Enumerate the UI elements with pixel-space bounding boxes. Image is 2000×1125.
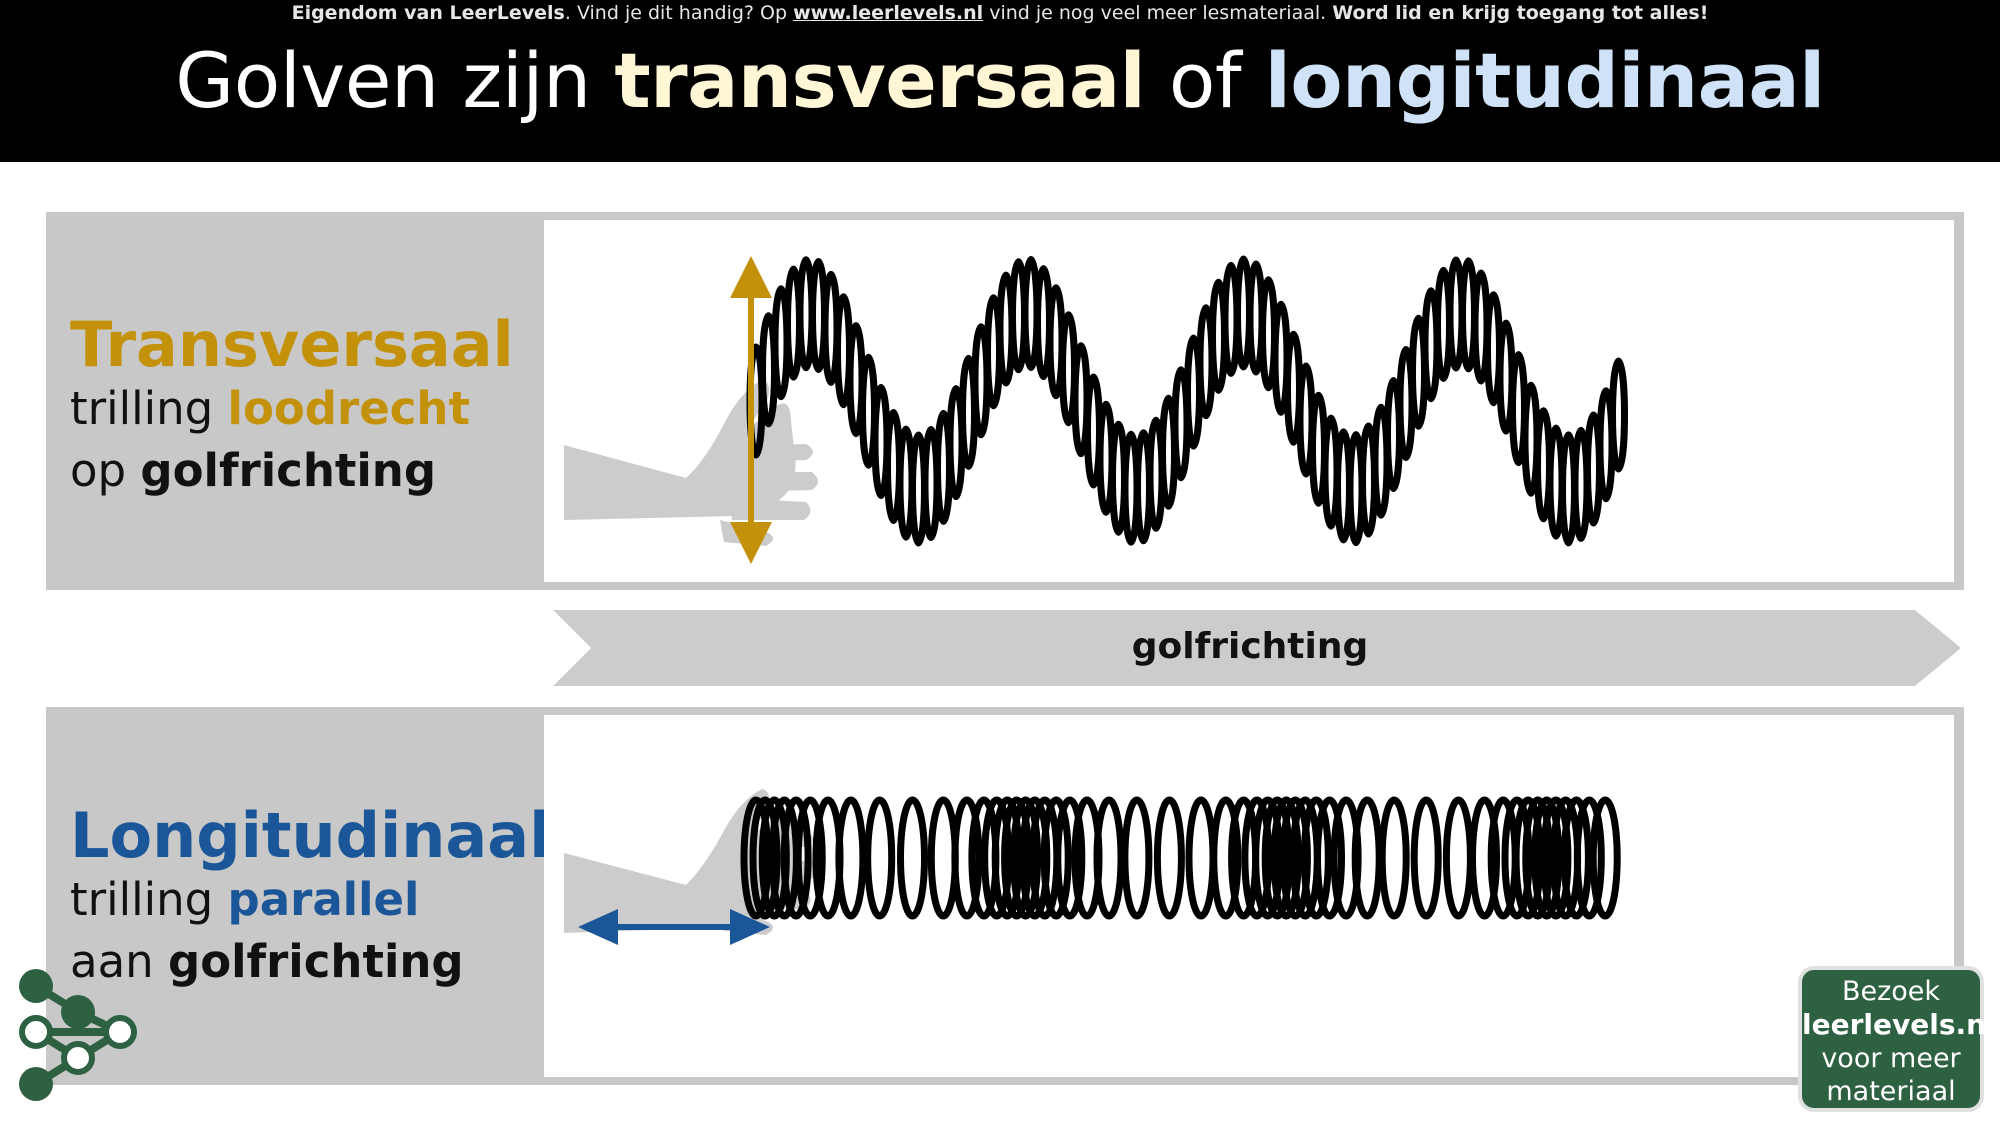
wave-direction-arrow (553, 610, 1961, 686)
spring-coil-loop (1261, 796, 1293, 920)
spring-coil-loop (1093, 796, 1125, 920)
vertical-double-arrow-icon (730, 256, 772, 564)
spring-coil-loop (835, 796, 867, 920)
spring-coil-loop (1153, 796, 1185, 920)
notice-text-1: . Vind je dit handig? Op (564, 2, 794, 24)
spring-coil-loop (1609, 357, 1628, 473)
spring-coil-loop (981, 796, 1013, 920)
transversal-line-1: trilling loodrecht (70, 378, 514, 440)
visit-line-1: Bezoek (1841, 976, 1941, 1007)
spring-coil-loop (1442, 796, 1474, 920)
hand-icon (564, 380, 818, 546)
notice-link[interactable]: www.leerlevels.nl (793, 2, 984, 24)
spring-coil-loop (1522, 796, 1554, 920)
spring-coil-loop (1185, 796, 1217, 920)
spring-coil-loop (951, 796, 983, 920)
spring-coil-loop (897, 796, 928, 920)
transversal-label: Transversaal trilling loodrecht op golfr… (70, 312, 514, 502)
visit-line-2: leerlevels.nl (1802, 1008, 1996, 1041)
transversal-line-1-highlight: loodrecht (227, 382, 470, 435)
spring-coil-loop (780, 796, 812, 920)
spring-coil-loop (740, 796, 772, 920)
longitudinal-line-2: aan golfrichting (70, 931, 550, 993)
spring-coil-loop (1314, 796, 1345, 920)
leerlevels-logo-icon (19, 969, 137, 1101)
spring-coil-loop (1001, 796, 1033, 920)
ownership-notice: Eigendom van LeerLevels. Vind je dit han… (0, 2, 2000, 24)
spring-coil-loop (1410, 796, 1442, 920)
transversal-svg (564, 255, 1628, 564)
longitudinal-panel: Longitudinaal trilling parallel aan golf… (46, 707, 1964, 1085)
visit-line-4: materiaal (1826, 1076, 1956, 1107)
transversal-line-2: op golfrichting (70, 440, 514, 502)
spring-coil-loop (1531, 796, 1563, 920)
transversal-line-2-bold: golfrichting (140, 444, 437, 497)
longitudinal-line-2-bold: golfrichting (167, 935, 464, 988)
spring-coil-loop (1010, 796, 1042, 920)
spring-coil-loop (864, 796, 896, 920)
title-word-transversaal: transversaal (614, 36, 1146, 125)
title-part-1: Golven zijn (175, 36, 615, 125)
notice-owner: Eigendom van LeerLevels (291, 2, 565, 24)
spring-coil-loop (1270, 796, 1302, 920)
spring-coil-loop (1512, 796, 1544, 920)
title-word-longitudinaal: longitudinaal (1264, 36, 1825, 125)
spring-coil-loop (1210, 796, 1242, 920)
page-title: Golven zijn transversaal of longitudinaa… (0, 36, 2000, 125)
transversal-illustration (544, 220, 1954, 582)
horizontal-double-arrow-icon (578, 909, 770, 945)
spring-coil-loop (1589, 796, 1621, 920)
transversal-spring-coil-icon (746, 255, 1628, 547)
spring-coil-loop (1121, 796, 1153, 920)
spring-coil-loop (991, 796, 1023, 920)
longitudinal-spring-coil-icon (740, 796, 1621, 920)
notice-text-2: vind je nog veel meer lesmateriaal. (983, 2, 1333, 24)
longitudinal-line-2-plain: aan (70, 935, 168, 988)
spring-coil-loop (1378, 796, 1410, 920)
wave-direction-label: golfrichting (1131, 626, 1369, 667)
spring-coil-loop (1469, 796, 1500, 920)
visit-line-3: voor meer (1821, 1043, 1961, 1074)
longitudinal-line-1-plain: trilling (70, 873, 228, 926)
title-part-2: of (1145, 36, 1265, 125)
transversal-line-1-plain: trilling (70, 382, 228, 435)
spring-coil-loop (1300, 796, 1332, 920)
transversal-heading: Transversaal (70, 308, 514, 381)
longitudinal-line-1: trilling parallel (70, 869, 550, 931)
spring-coil-loop (1241, 796, 1273, 920)
longitudinal-line-1-highlight: parallel (227, 873, 420, 926)
spring-coil-loop (794, 796, 826, 920)
longitudinal-illustration (544, 715, 1954, 1077)
longitudinal-label: Longitudinaal trilling parallel aan golf… (70, 803, 550, 993)
spring-coil-loop (1054, 796, 1086, 920)
longitudinal-svg (564, 789, 1621, 945)
longitudinal-heading: Longitudinaal (70, 799, 551, 872)
spring-coil-loop (1252, 796, 1284, 920)
transversal-line-2-plain: op (70, 444, 141, 497)
notice-cta: Word lid en krijg toegang tot alles! (1332, 2, 1709, 24)
spring-coil-loop (749, 796, 781, 920)
spring-coil-loop (1560, 796, 1592, 920)
visit-leerlevels-button[interactable]: Bezoek leerlevels.nl voor meer materiaal (1798, 966, 1996, 1112)
transversal-panel: Transversaal trilling loodrecht op golfr… (46, 212, 1964, 590)
spring-coil-loop (1573, 796, 1605, 920)
header-bar: Eigendom van LeerLevels. Vind je dit han… (0, 0, 2000, 162)
spring-coil-loop (1040, 796, 1072, 920)
